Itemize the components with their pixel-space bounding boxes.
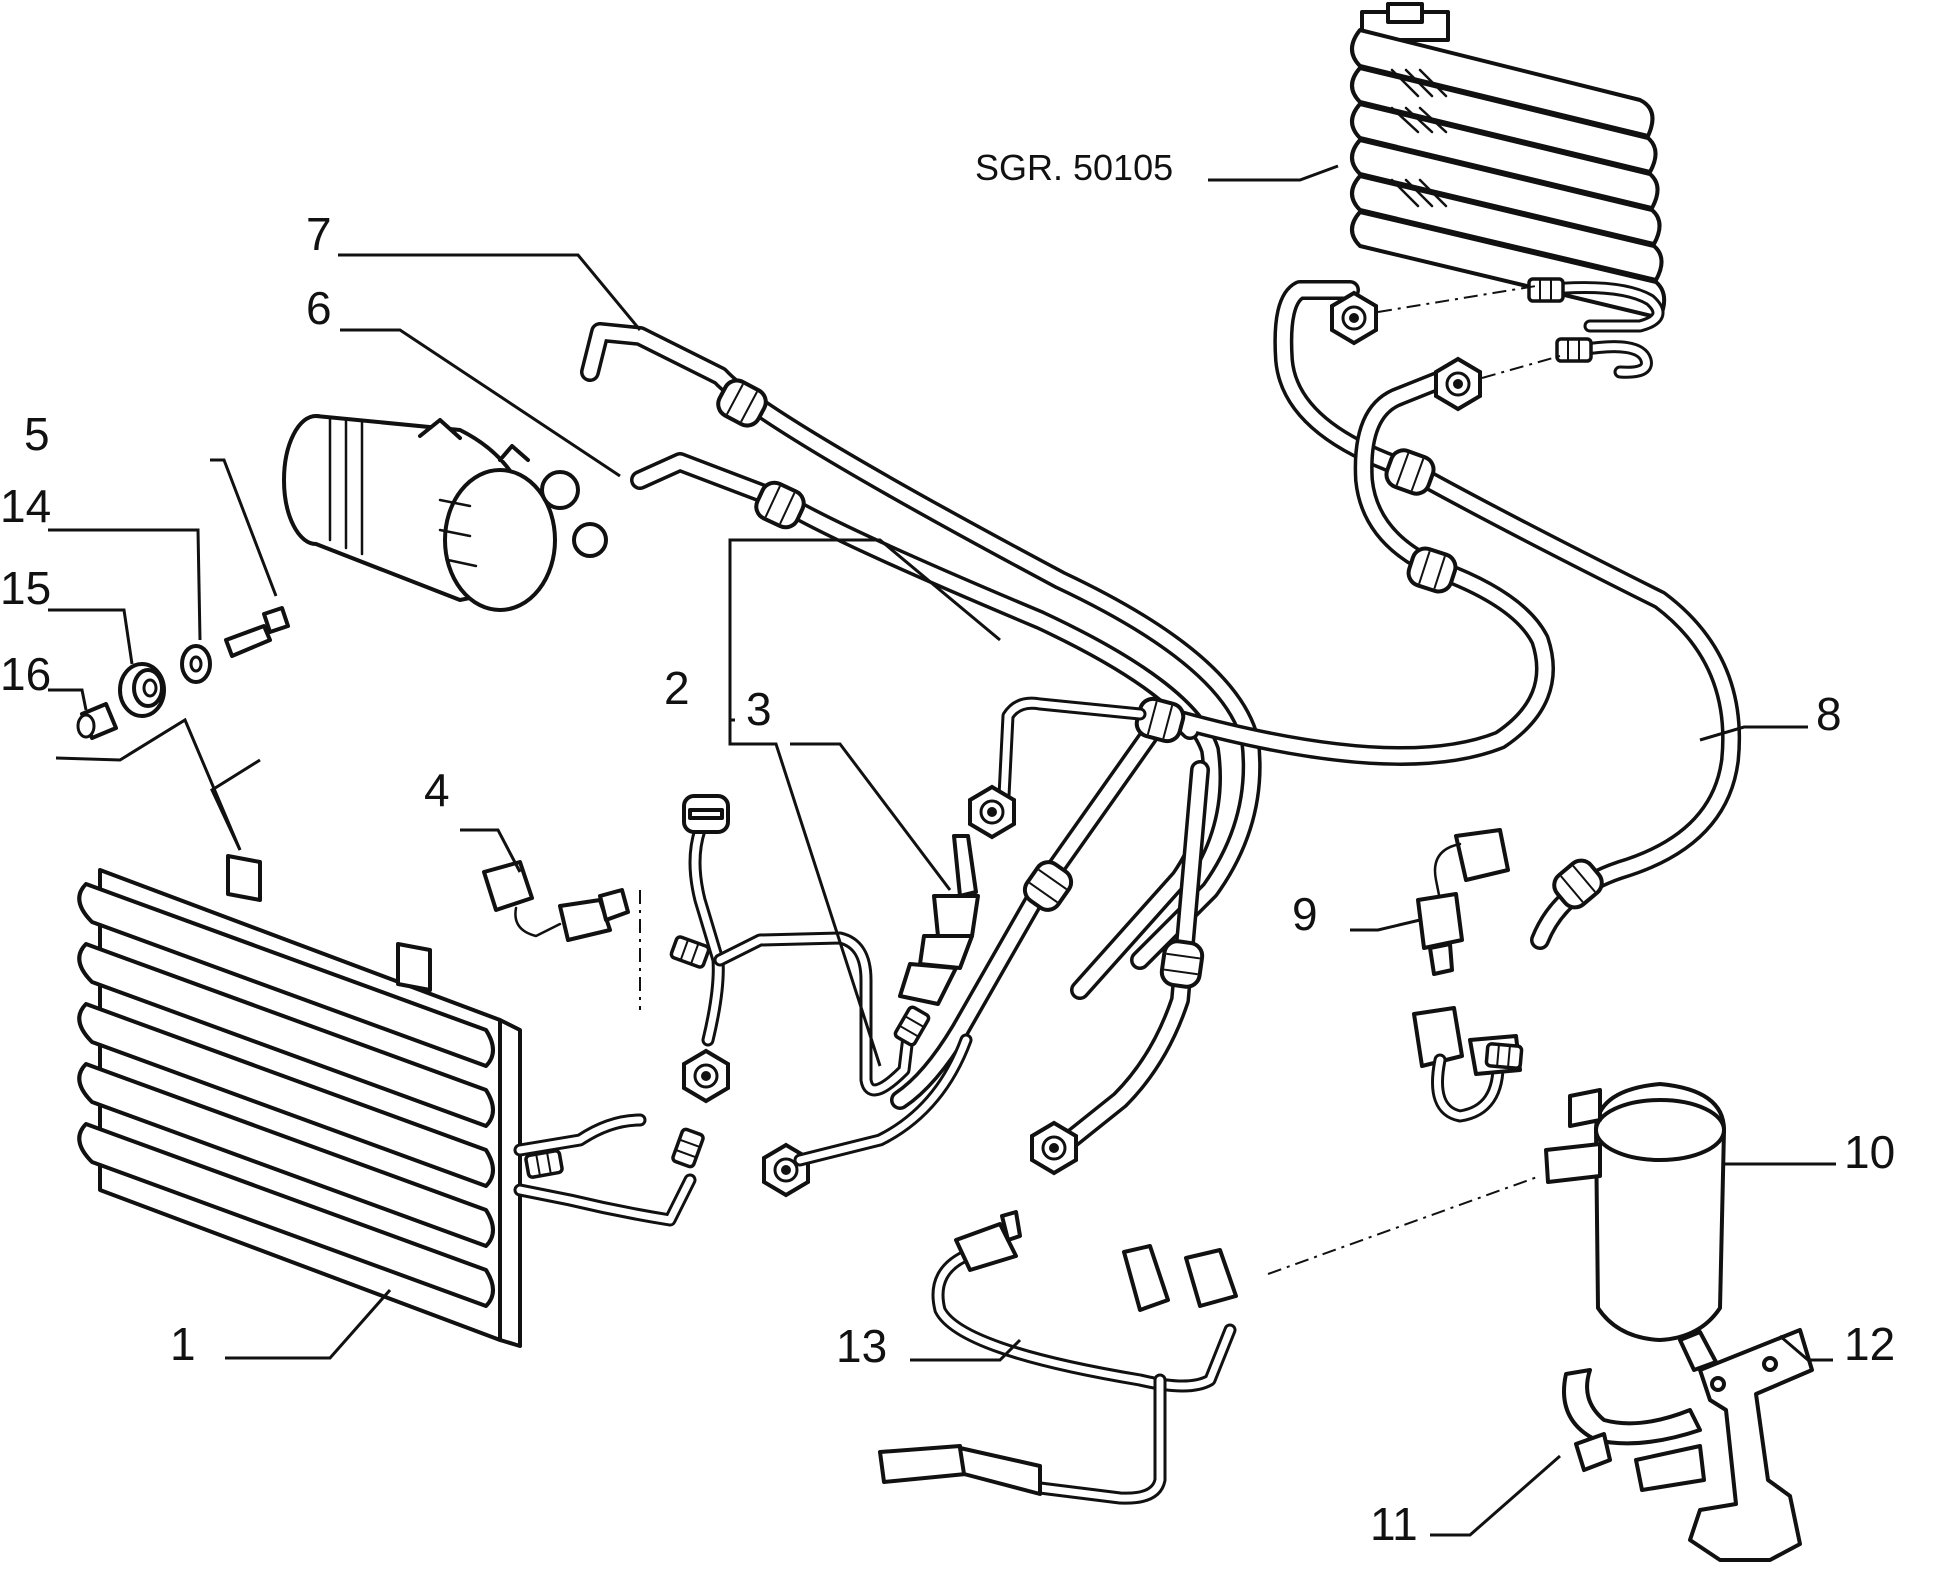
leader-lines (48, 164, 1836, 1537)
tube-to-nut-bottom-center (793, 1033, 973, 1167)
callout-5: 5 (24, 408, 50, 460)
callout-1: 1 (170, 1318, 196, 1370)
pipe-13 (878, 1175, 1541, 1505)
hose-7-suction (580, 322, 1262, 970)
callout-4: 4 (424, 764, 450, 816)
callout-14: 14 (0, 480, 51, 532)
bolt-5 (224, 606, 290, 658)
callout-11: 11 (1370, 1498, 1418, 1550)
callout-7: 7 (306, 208, 332, 260)
callout-16: 16 (0, 648, 51, 700)
valve-assembly-8 (1412, 1006, 1524, 1123)
washer-14 (180, 644, 212, 684)
callout-15: 15 (0, 562, 51, 614)
pressure-line (668, 794, 932, 1103)
spacer-16 (76, 702, 118, 740)
evaporator-core (1350, 28, 1667, 320)
grommet-15 (118, 662, 166, 718)
callout-9: 9 (1292, 888, 1318, 940)
hose-manifold-center (762, 693, 1210, 1197)
connector-9 (1416, 828, 1510, 976)
bracket-12 (1634, 1328, 1814, 1562)
callout-12: 12 (1844, 1318, 1895, 1370)
hose-8-evaporator-line (1170, 280, 1742, 950)
evaporator (1350, 2, 1667, 379)
callout-2: 2 (664, 662, 690, 714)
condenser-1 (77, 854, 706, 1348)
compressor (282, 414, 608, 612)
evaporator-pipes (1527, 277, 1665, 379)
labels: SGR. 50105 1 2 3 4 5 6 7 8 9 10 11 12 13… (0, 147, 1895, 1550)
pipe-2 (968, 696, 1147, 839)
callout-3: 3 (746, 683, 772, 735)
sensor-3 (898, 834, 980, 1006)
connector-4 (482, 860, 641, 1010)
callout-6: 6 (306, 282, 332, 334)
reference-label: SGR. 50105 (975, 147, 1173, 188)
receiver-drier-10 (1544, 1082, 1726, 1342)
callout-10: 10 (1844, 1126, 1895, 1178)
callout-8: 8 (1816, 688, 1842, 740)
clamp-11 (1562, 1330, 1718, 1472)
callout-13: 13 (836, 1320, 887, 1372)
hose-6-discharge (630, 452, 1222, 1000)
